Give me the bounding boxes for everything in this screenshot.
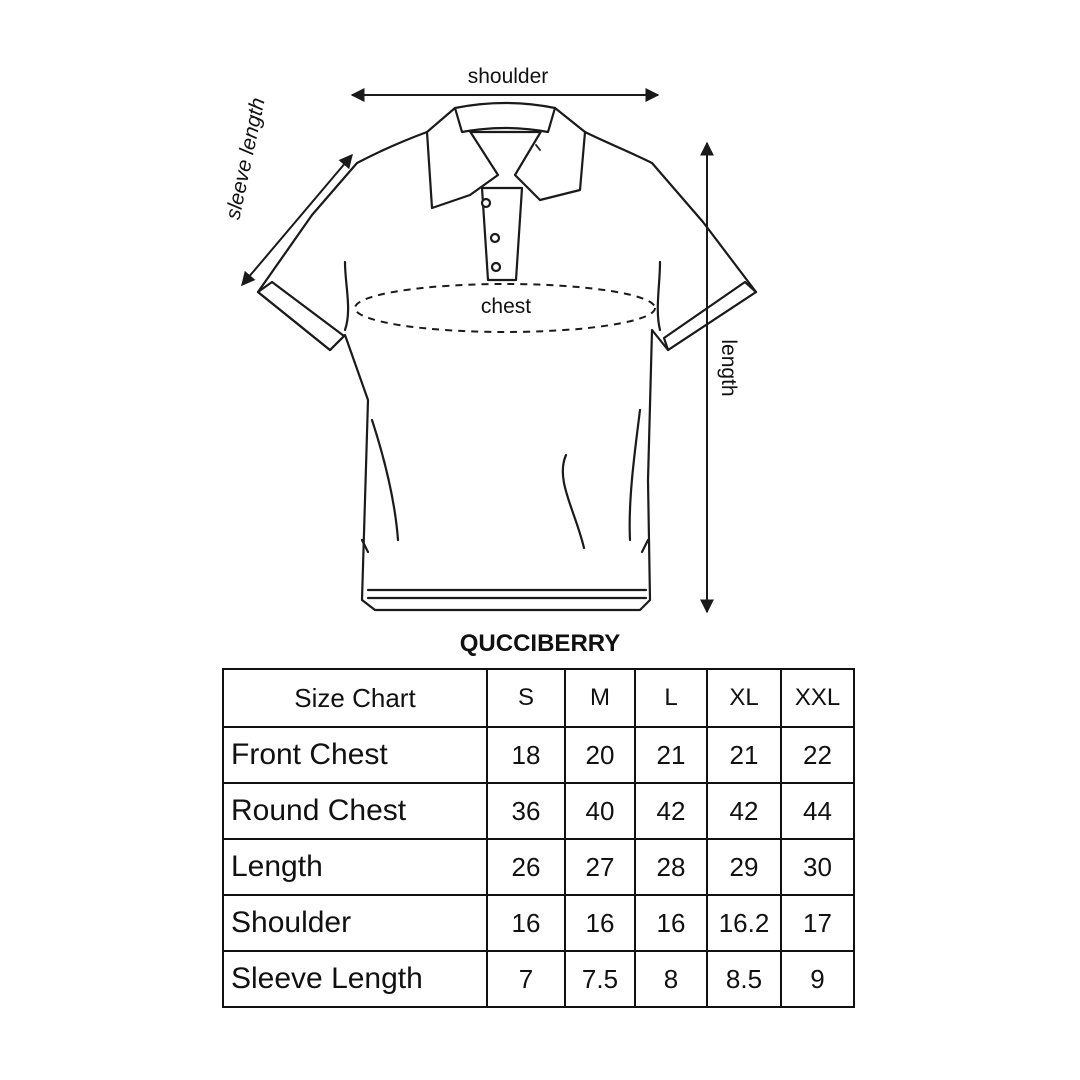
table-cell: 16.2 — [706, 894, 782, 952]
table-cell: 26 — [486, 838, 566, 896]
table-cell: 18 — [486, 726, 566, 784]
size-chart-table: Size Chart S M L XL XXL Front Chest 18 2… — [222, 668, 855, 1008]
row-label: Front Chest — [222, 726, 488, 784]
table-cell: 36 — [486, 782, 566, 840]
sleeve-length-label: sleeve length — [222, 96, 270, 222]
row-label: Round Chest — [222, 782, 488, 840]
table-cell: 17 — [780, 894, 855, 952]
table-cell: 28 — [634, 838, 708, 896]
table-cell: 7.5 — [564, 950, 636, 1008]
table-cell: 21 — [706, 726, 782, 784]
polo-shirt-outline — [256, 101, 758, 612]
table-cell: 16 — [564, 894, 636, 952]
table-cell: 7 — [486, 950, 566, 1008]
table-cell: 16 — [634, 894, 708, 952]
row-label: Shoulder — [222, 894, 488, 952]
brand-name: QUCCIBERRY — [459, 630, 621, 657]
table-cell: 21 — [634, 726, 708, 784]
table-row: Length 26 27 28 29 30 — [222, 838, 855, 896]
size-column-header: M — [564, 668, 636, 728]
table-cell: 40 — [564, 782, 636, 840]
table-cell: 8.5 — [706, 950, 782, 1008]
table-cell: 22 — [780, 726, 855, 784]
chest-measure-ellipse — [354, 283, 656, 333]
table-cell: 9 — [780, 950, 855, 1008]
table-cell: 16 — [486, 894, 566, 952]
table-cell: 27 — [564, 838, 636, 896]
table-cell: 42 — [706, 782, 782, 840]
size-column-header: L — [634, 668, 708, 728]
size-column-header: XL — [706, 668, 782, 728]
polo-shirt-diagram: shoulder sleeve length chest length — [222, 65, 758, 614]
table-cell: 30 — [780, 838, 855, 896]
sleeve-length-arrow — [241, 153, 353, 287]
size-column-header: S — [486, 668, 566, 728]
table-cell: 42 — [634, 782, 708, 840]
size-column-header: XXL — [780, 668, 855, 728]
row-label: Sleeve Length — [222, 950, 488, 1008]
table-cell: 20 — [564, 726, 636, 784]
table-cell: 44 — [780, 782, 855, 840]
size-chart-heading: Size Chart — [222, 668, 488, 728]
size-header-row: Size Chart S M L XL XXL — [222, 668, 855, 728]
table-row: Front Chest 18 20 21 21 22 — [222, 726, 855, 784]
chest-label: chest — [481, 295, 531, 318]
table-row: Shoulder 16 16 16 16.2 17 — [222, 894, 855, 952]
table-cell: 29 — [706, 838, 782, 896]
length-label: length — [717, 339, 740, 396]
table-row: Sleeve Length 7 7.5 8 8.5 9 — [222, 950, 855, 1008]
row-label: Length — [222, 838, 488, 896]
table-cell: 8 — [634, 950, 708, 1008]
shoulder-label: shoulder — [468, 65, 549, 88]
table-row: Round Chest 36 40 42 42 44 — [222, 782, 855, 840]
